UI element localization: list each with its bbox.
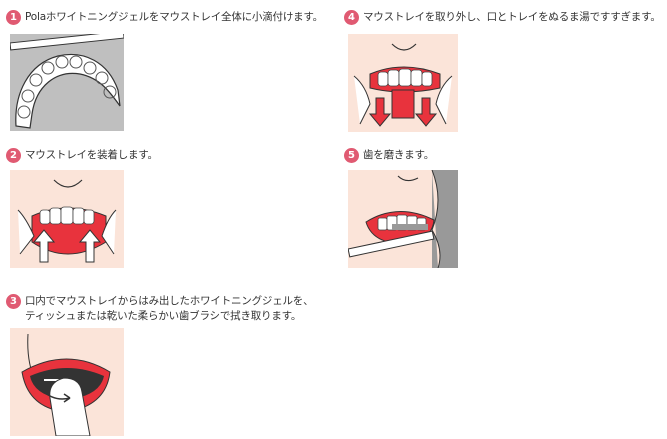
step-4: 4 マウストレイを取り外し、口とトレイをぬるま湯ですすぎます。 [344,10,661,132]
step-5: 5 歯を磨きます。 [344,148,458,268]
step-2-number-badge: 2 [6,148,21,163]
step-2-header: 2 マウストレイを装着します。 [6,148,158,163]
step-3-header: 3 口内でマウストレイからはみ出したホワイトニングジェルを、 ティッシュまたは乾… [6,294,314,324]
step-2-caption: マウストレイを装着します。 [25,149,158,161]
step-5-illustration [348,170,458,268]
step-4-caption: マウストレイを取り外し、口とトレイをぬるま湯ですすぎます。 [363,11,661,23]
step-1-caption: Polaホワイトニングジェルをマウストレイ全体に小滴付けます。 [25,11,323,23]
step-1-illustration [10,34,124,131]
step-3: 3 口内でマウストレイからはみ出したホワイトニングジェルを、 ティッシュまたは乾… [6,294,314,436]
step-1: 1 Polaホワイトニングジェルをマウストレイ全体に小滴付けます。 [6,10,323,131]
step-3-illustration [10,328,124,436]
step-5-caption: 歯を磨きます。 [363,149,435,161]
step-3-caption: 口内でマウストレイからはみ出したホワイトニングジェルを、 ティッシュまたは乾いた… [25,294,314,324]
step-5-number-badge: 5 [344,148,359,163]
step-1-header: 1 Polaホワイトニングジェルをマウストレイ全体に小滴付けます。 [6,10,323,25]
step-4-number-badge: 4 [344,10,359,25]
step-3-number-badge: 3 [6,294,21,309]
step-2-illustration [10,170,124,268]
step-2: 2 マウストレイを装着します。 [6,148,158,268]
step-3-caption-line-1: 口内でマウストレイからはみ出したホワイトニングジェルを、 [25,295,314,307]
step-5-header: 5 歯を磨きます。 [344,148,434,163]
step-4-illustration [348,34,458,132]
step-3-caption-line-2: ティッシュまたは乾いた柔らかい歯ブラシで拭き取ります。 [25,310,302,322]
step-1-number-badge: 1 [6,10,21,25]
step-4-header: 4 マウストレイを取り外し、口とトレイをぬるま湯ですすぎます。 [344,10,661,25]
